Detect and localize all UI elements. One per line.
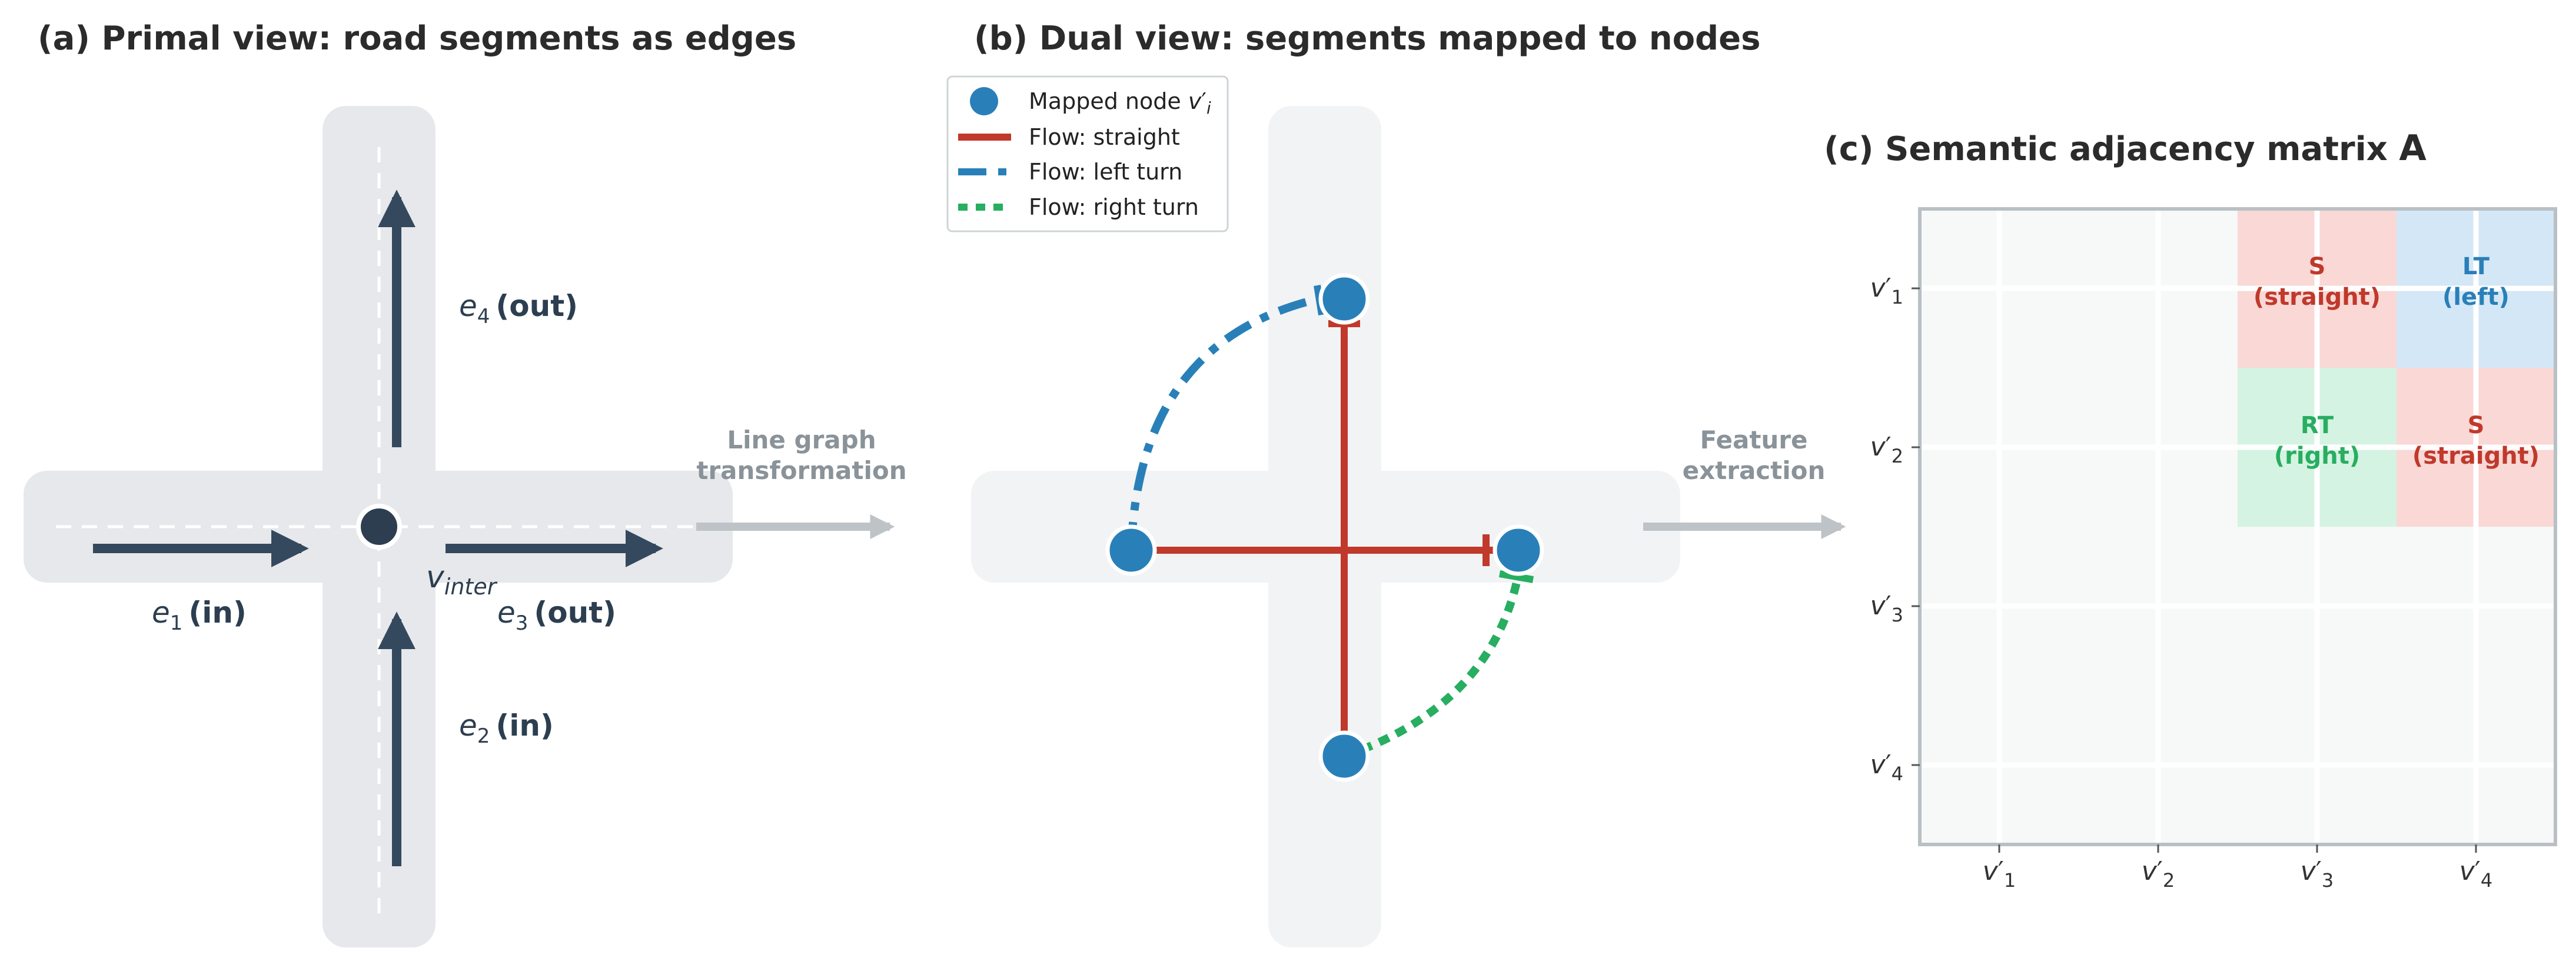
mapped-node-v2 — [1318, 730, 1370, 782]
dual-horizontal-road — [971, 471, 1680, 583]
legend: Mapped node v′i Flow: straight Flow: lef… — [946, 75, 1229, 232]
flow-right-turn — [1342, 578, 1521, 760]
legend-box — [946, 75, 1229, 232]
col-label-2: v′2 — [2142, 856, 2175, 892]
matrix-col-labels: v′1 v′2 v′3 v′4 — [1983, 844, 2492, 892]
legend-node-icon — [970, 87, 998, 115]
flow-right-turn-bar — [1498, 570, 1534, 583]
row-label-2: v′2 — [1870, 432, 1903, 467]
legend-straight-label: Flow: straight — [1029, 124, 1180, 150]
transform-2-line2: extraction — [1683, 456, 1826, 485]
matrix-grid — [1920, 209, 2555, 844]
mapped-node-v4 — [1318, 273, 1370, 325]
transform-arrow-1: Line graph transformation — [696, 425, 907, 539]
panel-c: (c) Semantic adjacency matrix A S (straig… — [1824, 128, 2557, 892]
panel-a-title: (a) Primal view: road segments as edges — [38, 19, 796, 58]
panel-c-title: (c) Semantic adjacency matrix A — [1824, 128, 2427, 169]
edge-e1-label: e1(in) — [152, 596, 247, 635]
matrix-cell-labels: S (straight) LT (left) RT (right) S (straight) — [2253, 253, 2540, 470]
transform-1-line2: transformation — [696, 456, 906, 485]
mapped-node-v1 — [1105, 524, 1157, 576]
edge-e3-label: e3(out) — [497, 596, 616, 635]
row-label-3: v′3 — [1870, 591, 1903, 626]
matrix-cell-label-r1c4: LT — [2462, 253, 2490, 280]
row-label-4: v′4 — [1870, 750, 1903, 785]
panel-a: (a) Primal view: road segments as edges … — [24, 19, 796, 947]
mapped-node-v3 — [1493, 524, 1544, 576]
matrix-cell-sublabel-r1c4: (left) — [2442, 284, 2509, 311]
matrix-border — [1918, 207, 2557, 846]
matrix-cell-label-r2c4: S — [2468, 412, 2485, 439]
matrix-cell-sublabel-r2c3: (right) — [2274, 443, 2360, 470]
row-label-1: v′1 — [1870, 273, 1903, 308]
matrix-cell-sublabel-r1c3: (straight) — [2253, 284, 2381, 311]
legend-left-label: Flow: left turn — [1029, 159, 1182, 185]
intersection-label: vinter — [426, 560, 498, 600]
legend-right-label: Flow: right turn — [1029, 194, 1199, 220]
edge-e4-label: e4(out) — [459, 289, 578, 328]
col-label-1: v′1 — [1983, 856, 2016, 892]
intersection-node — [356, 504, 402, 550]
panel-b: (b) Dual view: segments mapped to nodes … — [946, 19, 1760, 947]
transform-arrow-2: Feature extraction — [1643, 425, 1846, 539]
panel-b-title: (b) Dual view: segments mapped to nodes — [974, 19, 1760, 58]
matrix-cells — [2238, 209, 2555, 527]
legend-node-label: Mapped node v′i — [1029, 88, 1211, 118]
matrix-cell-sublabel-r2c4: (straight) — [2412, 443, 2540, 470]
col-label-3: v′3 — [2301, 856, 2334, 892]
matrix-cell-label-r1c3: S — [2309, 253, 2326, 280]
matrix-cell-label-r2c3: RT — [2301, 412, 2334, 439]
col-label-4: v′4 — [2459, 856, 2492, 892]
matrix-row-labels: v′1 v′2 v′3 v′4 — [1870, 273, 1920, 785]
edge-e2-label: e2(in) — [459, 709, 554, 748]
transform-2-line1: Feature — [1700, 425, 1808, 454]
transform-1-line1: Line graph — [727, 425, 876, 454]
